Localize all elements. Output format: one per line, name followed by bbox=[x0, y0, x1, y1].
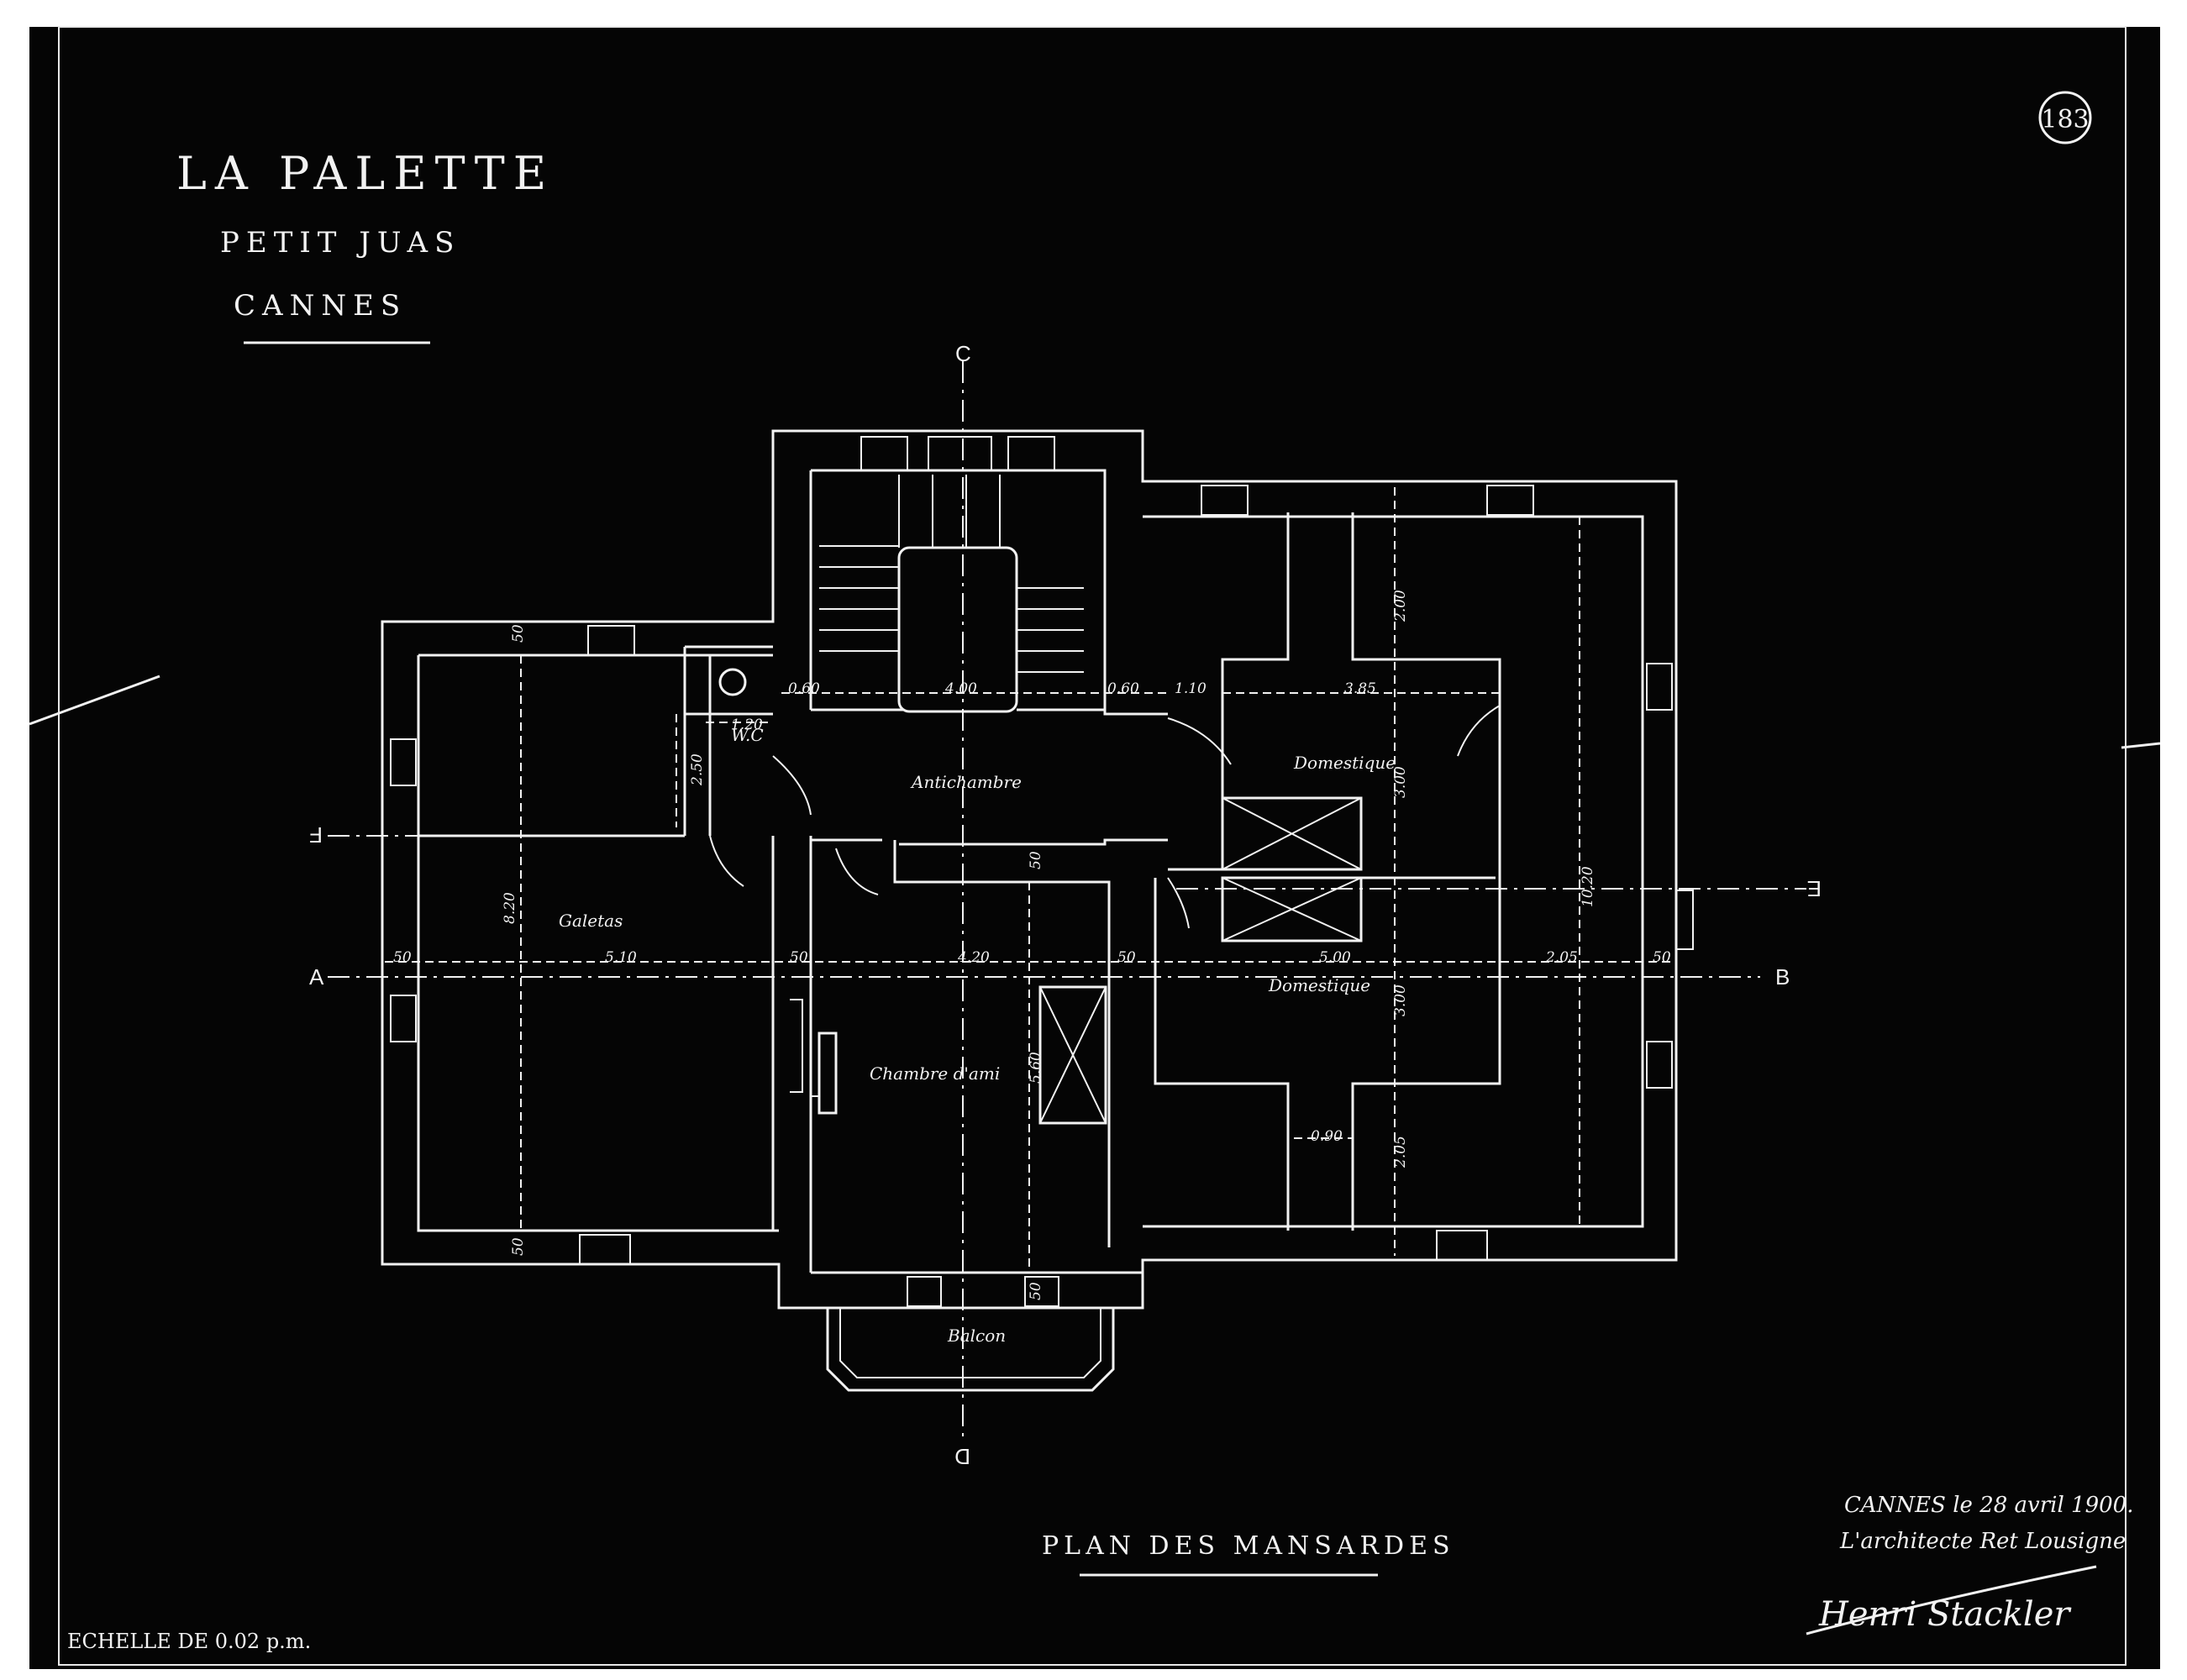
flue-box-2 bbox=[1221, 876, 1363, 942]
dim-value: 50 bbox=[1028, 851, 1044, 869]
dim-value: 3.85 bbox=[1344, 680, 1376, 697]
room-label-antichambre: Antichambre bbox=[910, 772, 1022, 792]
dim-value: 50 bbox=[1028, 1282, 1044, 1300]
project-title: LA PALETTE bbox=[176, 147, 555, 200]
chambre-cupboards bbox=[790, 999, 819, 1097]
project-city: CANNES bbox=[234, 289, 407, 323]
fireplace bbox=[817, 1032, 838, 1115]
dim-value: 5.00 bbox=[1319, 949, 1351, 966]
dim-value: 2.05 bbox=[1545, 949, 1578, 966]
dim-value: 50 bbox=[1117, 949, 1136, 966]
room-label-wc: W.C bbox=[731, 725, 764, 745]
section-lines bbox=[328, 361, 1806, 1436]
scale-note: ECHELLE DE 0.02 p.m. bbox=[67, 1630, 311, 1653]
dim-value: 10.20 bbox=[1580, 866, 1596, 907]
outer-wall bbox=[381, 429, 1678, 1310]
right-wing-inner-wall bbox=[1143, 515, 1644, 1228]
domestique-south-walls bbox=[1154, 878, 1290, 1231]
dim-value: 2.50 bbox=[689, 753, 706, 786]
signature-flourish bbox=[1806, 1565, 2097, 1635]
dim-value: 2.05 bbox=[1392, 1136, 1409, 1168]
sheet-number-badge: 183 bbox=[2038, 91, 2092, 144]
dim-value: 50 bbox=[510, 624, 527, 643]
section-marker-d: D bbox=[954, 1444, 970, 1469]
dim-value: 8.20 bbox=[502, 892, 518, 924]
chimney-east bbox=[1675, 890, 1694, 950]
dormers bbox=[390, 436, 1673, 1307]
sheet-number-circle bbox=[2038, 91, 2092, 144]
room-label-balcon: Balcon bbox=[947, 1326, 1006, 1346]
dim-value: 1.10 bbox=[1175, 680, 1207, 697]
dim-value: 3.00 bbox=[1392, 984, 1409, 1016]
dim-value: 50 bbox=[790, 949, 808, 966]
dimension-lines bbox=[385, 487, 1676, 1268]
door-swings bbox=[709, 705, 1501, 929]
dimension-values: 50 5.10 50 4.20 50 5.00 2.05 50 8.20 1.2… bbox=[393, 590, 1671, 1300]
plan-title: PLAN DES MANSARDES bbox=[1042, 1531, 1455, 1561]
architect-line: L'architecte Ret Lousigne bbox=[1839, 1529, 2126, 1554]
wc-walls bbox=[685, 655, 773, 836]
signature: Henri Stackler bbox=[1818, 1595, 2072, 1634]
dim-value: 4.00 bbox=[944, 680, 977, 697]
dim-value: 50 bbox=[510, 1237, 527, 1256]
dim-value: 50 bbox=[1653, 949, 1671, 966]
room-label-domestique-2: Domestique bbox=[1268, 975, 1370, 995]
wc-fixture bbox=[718, 668, 747, 696]
stair-treads bbox=[819, 475, 1084, 673]
dim-value: 0.90 bbox=[1311, 1128, 1343, 1145]
chambre-flue bbox=[1038, 985, 1107, 1125]
blueprint-paper bbox=[29, 27, 2160, 1669]
section-marker-b: B bbox=[1775, 964, 1790, 990]
dim-value: 2.00 bbox=[1392, 590, 1409, 622]
domestique-north-walls bbox=[1221, 512, 1501, 760]
project-subtitle: PETIT JUAS bbox=[220, 226, 460, 260]
signature-block: CANNES le 28 avril 1900. L'architecte Re… bbox=[1806, 1493, 2134, 1635]
section-marker-a: A bbox=[309, 964, 324, 990]
section-marker-c: C bbox=[955, 341, 971, 366]
balcon-railing bbox=[839, 1308, 1101, 1378]
flue-box-1 bbox=[1221, 796, 1363, 871]
tear-mark-right bbox=[2121, 742, 2161, 749]
dim-value: 50 bbox=[393, 949, 412, 966]
antichambre-south-wall bbox=[811, 838, 1168, 846]
balcon-outline bbox=[826, 1308, 1115, 1392]
sheet-number: 183 bbox=[2041, 105, 2089, 134]
chambre-north-wall bbox=[893, 840, 1111, 1247]
header-block: LA PALETTE PETIT JUAS CANNES bbox=[176, 147, 555, 344]
date-line: CANNES le 28 avril 1900. bbox=[1844, 1493, 2134, 1518]
dim-value: 1.20 bbox=[731, 717, 763, 733]
floor-plan bbox=[381, 429, 1694, 1392]
dim-value: 5.10 bbox=[605, 949, 637, 966]
plan-title-block: PLAN DES MANSARDES bbox=[1042, 1531, 1455, 1577]
dim-value: 3.00 bbox=[1392, 766, 1409, 798]
section-marker-e: E bbox=[1807, 876, 1822, 901]
dim-value: 0.60 bbox=[1107, 680, 1139, 697]
dim-value: 4.20 bbox=[957, 949, 990, 966]
dim-value: 0.60 bbox=[788, 680, 820, 697]
section-marker-f: F bbox=[309, 822, 323, 848]
dim-value: 5.60 bbox=[1028, 1052, 1044, 1084]
room-label-domestique-1: Domestique bbox=[1293, 753, 1396, 773]
tear-mark-left bbox=[29, 675, 160, 726]
room-label-chambre: Chambre d'ami bbox=[870, 1063, 1000, 1084]
sheet-border bbox=[58, 26, 2127, 1666]
room-label-galetas: Galetas bbox=[559, 911, 623, 931]
